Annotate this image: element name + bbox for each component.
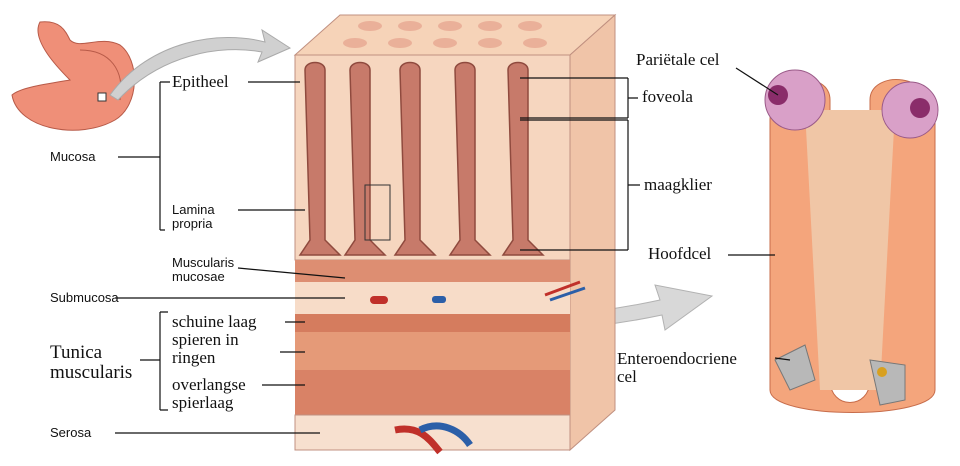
label-schuine-laag: schuine laag	[172, 312, 257, 331]
label-submucosa: Submucosa	[50, 290, 119, 305]
label-maagklier: maagklier	[644, 175, 712, 194]
zoom-arrow-top	[109, 28, 292, 101]
label-line: muscularis	[50, 361, 133, 383]
label-line: overlangse	[172, 375, 246, 394]
label-line: ringen	[172, 347, 216, 367]
gastric-pits	[298, 61, 545, 256]
gastric-gland-detail	[764, 69, 939, 413]
stomach-icon	[11, 21, 135, 131]
label-serosa: Serosa	[50, 425, 92, 440]
label-line: Tunica	[50, 342, 103, 363]
label-line: propria	[172, 215, 213, 231]
label-line: mucosae	[172, 268, 225, 284]
label-line: cel	[617, 366, 637, 386]
label-line: spieren in	[172, 330, 239, 349]
label-mucosa: Mucosa	[50, 149, 96, 164]
label-epitheel: Epitheel	[172, 72, 229, 91]
label-parietale-cel: Pariëtale cel	[636, 50, 720, 69]
label-line: Lamina	[172, 202, 215, 217]
label-foveola: foveola	[642, 87, 693, 106]
label-line: Enteroendocriene	[617, 349, 737, 368]
label-line: Muscularis	[172, 255, 235, 270]
label-hoofdcel: Hoofdcel	[648, 244, 712, 263]
leader-lines	[115, 67, 791, 434]
label-line: spierlaag	[172, 392, 234, 412]
